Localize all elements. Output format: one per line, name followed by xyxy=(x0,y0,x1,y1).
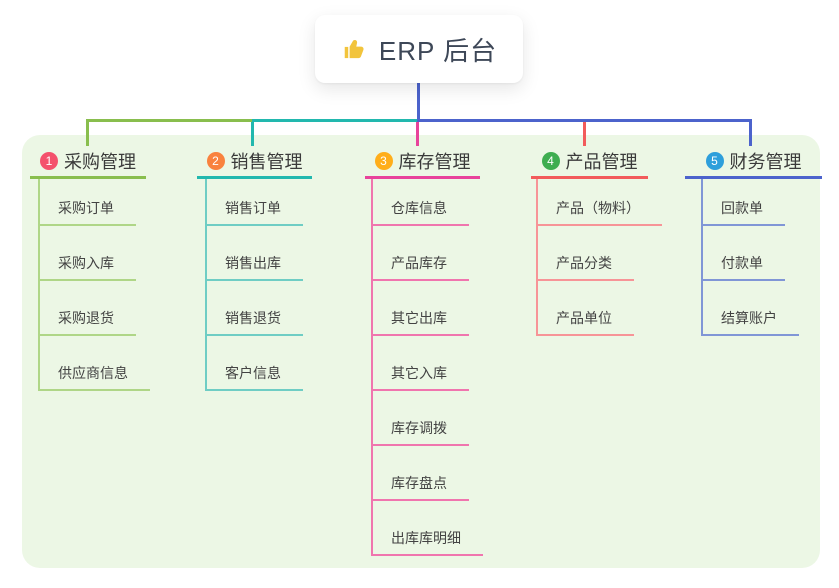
branch-child-stem-line xyxy=(205,179,207,391)
child-node[interactable]: 付款单 xyxy=(701,250,785,281)
branch-title-label: 销售管理 xyxy=(230,151,303,172)
branch-child-stem-line xyxy=(38,179,40,391)
child-node-label: 客户信息 xyxy=(225,365,281,381)
branch-drop-connector xyxy=(416,120,419,146)
child-node[interactable]: 产品（物料） xyxy=(536,195,662,226)
child-node-label: 产品分类 xyxy=(556,255,612,271)
branch-drop-connector xyxy=(749,120,752,146)
root-node-erp-backend[interactable]: ERP 后台 xyxy=(315,15,523,83)
child-node[interactable]: 库存盘点 xyxy=(371,470,469,501)
child-node-label: 产品库存 xyxy=(391,255,447,271)
branch-title-label: 采购管理 xyxy=(64,151,136,172)
child-node-label: 库存调拨 xyxy=(391,420,447,436)
branch-title-node[interactable]: 2 销售管理 xyxy=(197,145,312,179)
child-node[interactable]: 采购退货 xyxy=(38,305,136,336)
branch-number-badge: 1 xyxy=(40,151,58,170)
child-node-label: 仓库信息 xyxy=(391,200,447,216)
branch-drop-connector xyxy=(583,120,586,146)
child-node[interactable]: 产品库存 xyxy=(371,250,469,281)
child-node[interactable]: 回款单 xyxy=(701,195,785,226)
branch-title-node[interactable]: 3 库存管理 xyxy=(365,145,480,179)
child-node-label: 采购订单 xyxy=(58,200,114,216)
child-node-label: 供应商信息 xyxy=(58,365,128,381)
child-node-label: 采购退货 xyxy=(58,310,114,326)
child-node-label: 销售订单 xyxy=(225,200,281,216)
child-node-label: 付款单 xyxy=(721,255,763,271)
child-node[interactable]: 产品单位 xyxy=(536,305,634,336)
child-node-label: 销售退货 xyxy=(225,310,281,326)
child-node[interactable]: 采购订单 xyxy=(38,195,136,226)
child-node[interactable]: 其它出库 xyxy=(371,305,469,336)
thumbs-up-icon xyxy=(344,39,364,59)
root-node-label: ERP 后台 xyxy=(378,35,498,66)
branch-title-node[interactable]: 1 采购管理 xyxy=(30,145,146,179)
branch-number-badge: 2 xyxy=(206,151,225,170)
connector-horizontal-green xyxy=(86,119,253,122)
child-node-label: 出库库明细 xyxy=(391,530,461,546)
branch-child-stem-line xyxy=(371,179,373,556)
child-node[interactable]: 供应商信息 xyxy=(38,360,150,391)
child-node[interactable]: 结算账户 xyxy=(701,305,799,336)
child-node-label: 产品单位 xyxy=(556,310,612,326)
child-node-label: 结算账户 xyxy=(721,310,777,326)
child-node[interactable]: 采购入库 xyxy=(38,250,136,281)
child-node[interactable]: 出库库明细 xyxy=(371,525,483,556)
mindmap-background-panel xyxy=(22,135,820,568)
branch-title-node[interactable]: 4 产品管理 xyxy=(531,145,648,179)
branch-title-node[interactable]: 5 财务管理 xyxy=(685,145,822,179)
root-vertical-connector xyxy=(416,83,420,122)
branch-title-label: 财务管理 xyxy=(729,151,802,172)
branch-title-label: 库存管理 xyxy=(398,151,471,172)
child-node[interactable]: 销售订单 xyxy=(205,195,303,226)
branch-child-stem-line xyxy=(536,179,538,336)
child-node[interactable]: 仓库信息 xyxy=(371,195,469,226)
branch-number-badge: 5 xyxy=(705,151,724,170)
child-node-label: 库存盘点 xyxy=(391,475,447,491)
branch-number-badge: 3 xyxy=(374,151,393,170)
branch-child-stem-line xyxy=(701,179,703,336)
child-node[interactable]: 客户信息 xyxy=(205,360,303,391)
child-node-label: 销售出库 xyxy=(225,255,281,271)
child-node-label: 产品（物料） xyxy=(556,200,640,216)
branch-drop-connector xyxy=(86,120,89,146)
child-node-label: 其它出库 xyxy=(391,310,447,326)
child-node-label: 其它入库 xyxy=(391,365,447,381)
child-node[interactable]: 销售退货 xyxy=(205,305,303,336)
branch-number-badge: 4 xyxy=(541,151,560,170)
child-node[interactable]: 库存调拨 xyxy=(371,415,469,446)
child-node-label: 采购入库 xyxy=(58,255,114,271)
child-node-label: 回款单 xyxy=(721,200,763,216)
connector-horizontal-teal xyxy=(252,119,418,122)
child-node[interactable]: 其它入库 xyxy=(371,360,469,391)
child-node[interactable]: 产品分类 xyxy=(536,250,634,281)
child-node[interactable]: 销售出库 xyxy=(205,250,303,281)
branch-drop-connector xyxy=(251,120,254,146)
branch-title-label: 产品管理 xyxy=(565,151,638,172)
connector-horizontal-blue xyxy=(417,119,752,122)
